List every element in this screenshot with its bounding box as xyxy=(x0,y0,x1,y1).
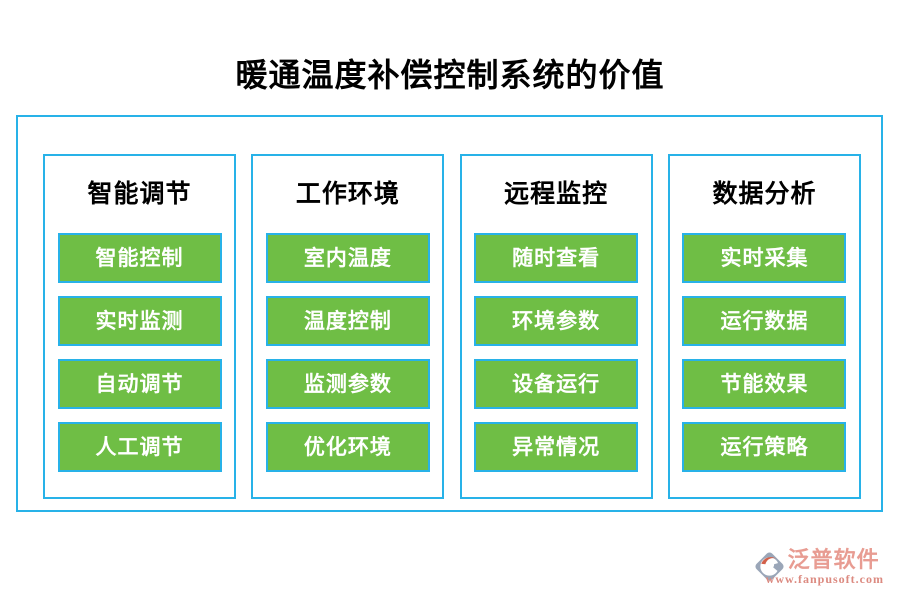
brand-name: 泛普软件 xyxy=(787,547,880,572)
value-item: 运行策略 xyxy=(682,422,847,472)
value-item: 设备运行 xyxy=(474,359,639,409)
column-data-analysis: 数据分析 实时采集 运行数据 节能效果 运行策略 xyxy=(667,154,861,499)
column-work-environment: 工作环境 室内温度 温度控制 监测参数 优化环境 xyxy=(251,154,445,499)
value-item: 环境参数 xyxy=(474,296,639,346)
column-smart-adjustment: 智能调节 智能控制 实时监测 自动调节 人工调节 xyxy=(43,154,236,499)
value-item: 自动调节 xyxy=(57,359,222,409)
page-title: 暖通温度补偿控制系统的价值 xyxy=(235,57,665,93)
value-item: 实时监测 xyxy=(57,296,222,346)
value-item: 随时查看 xyxy=(474,233,639,283)
value-item: 室内温度 xyxy=(265,233,430,283)
value-item: 优化环境 xyxy=(265,422,430,472)
brand-url: www.fanpusoft.com xyxy=(765,572,884,586)
value-item: 实时采集 xyxy=(682,233,847,283)
column-title: 远程监控 xyxy=(504,181,609,208)
value-item: 温度控制 xyxy=(265,296,430,346)
value-item: 异常情况 xyxy=(474,422,639,472)
value-item: 节能效果 xyxy=(682,359,847,409)
column-title: 工作环境 xyxy=(295,181,400,208)
value-item: 智能控制 xyxy=(57,233,222,283)
value-item: 监测参数 xyxy=(265,359,430,409)
fanpu-logo-icon xyxy=(755,552,784,581)
value-item: 人工调节 xyxy=(57,422,222,472)
value-item: 运行数据 xyxy=(682,296,847,346)
column-title: 智能调节 xyxy=(87,181,192,208)
column-remote-monitoring: 远程监控 随时查看 环境参数 设备运行 异常情况 xyxy=(459,154,653,499)
column-title: 数据分析 xyxy=(712,181,817,208)
content-frame: 智能调节 智能控制 实时监测 自动调节 人工调节 工作环境 室内温度 温度控制 … xyxy=(16,115,883,512)
fanpu-watermark: 泛普软件 www.fanpusoft.com xyxy=(753,548,884,586)
fanpu-watermark-text: 泛普软件 www.fanpusoft.com xyxy=(766,547,884,587)
